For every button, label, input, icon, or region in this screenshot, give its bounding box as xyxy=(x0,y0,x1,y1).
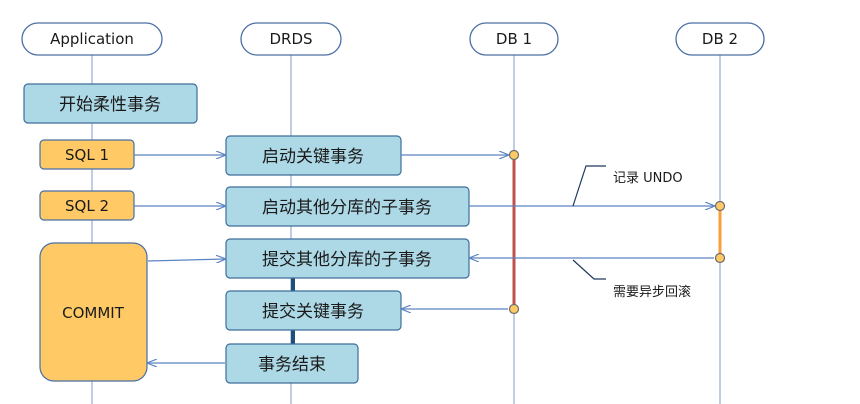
commit-label: COMMIT xyxy=(62,304,125,322)
sql2-box: SQL 2 xyxy=(39,190,135,221)
async-rollback-callout-line xyxy=(572,259,606,280)
start-flexible-txn-label: 开始柔性事务 xyxy=(59,95,161,115)
start-key-txn-label: 启动关键事务 xyxy=(262,147,364,167)
participant-drds-label: DRDS xyxy=(269,30,312,48)
db1-end-dot xyxy=(508,303,520,315)
commit-box: COMMIT xyxy=(39,242,148,382)
start-key-txn-box: 启动关键事务 xyxy=(225,135,402,176)
start-other-shard-subtxn-box: 启动其他分库的子事务 xyxy=(225,186,470,227)
txn-end-label: 事务结束 xyxy=(258,355,326,375)
commit-key-txn-box: 提交关键事务 xyxy=(225,290,402,331)
participant-application-label: Application xyxy=(50,30,134,48)
start-flexible-txn-box: 开始柔性事务 xyxy=(23,83,198,124)
participant-db2-label: DB 2 xyxy=(702,30,738,48)
record-undo-callout-line xyxy=(572,165,606,207)
db2-start-dot xyxy=(714,200,726,212)
participant-db2: DB 2 xyxy=(675,22,765,56)
participant-db1: DB 1 xyxy=(469,22,559,56)
db1-start-dot xyxy=(508,149,520,161)
async-rollback-note: 需要异步回滚 xyxy=(613,284,691,300)
arrow-commit-to-drds xyxy=(147,259,225,261)
participant-application: Application xyxy=(21,22,163,56)
sql1-label: SQL 1 xyxy=(65,146,109,164)
participant-drds: DRDS xyxy=(240,22,342,56)
record-undo-note: 记录 UNDO xyxy=(613,171,683,186)
commit-key-txn-label: 提交关键事务 xyxy=(262,302,364,322)
commit-other-shard-subtxn-label: 提交其他分库的子事务 xyxy=(262,250,432,270)
start-other-shard-subtxn-label: 启动其他分库的子事务 xyxy=(262,198,432,218)
sql1-box: SQL 1 xyxy=(39,139,135,170)
txn-end-box: 事务结束 xyxy=(225,343,359,384)
sql2-label: SQL 2 xyxy=(65,197,109,215)
commit-other-shard-subtxn-box: 提交其他分库的子事务 xyxy=(225,238,470,279)
db2-end-dot xyxy=(714,252,726,264)
participant-db1-label: DB 1 xyxy=(496,30,532,48)
